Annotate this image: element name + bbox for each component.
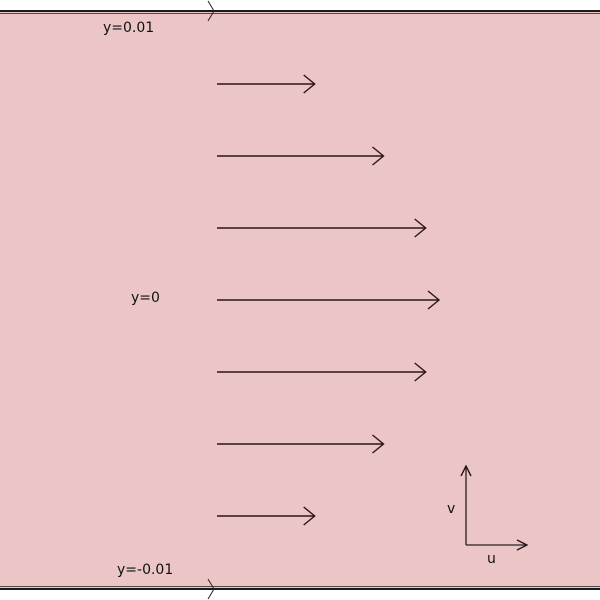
u-axis-label: u <box>487 551 496 567</box>
velocity-arrowhead-7 <box>303 506 316 526</box>
top-wall-label: y=0.01 <box>103 20 154 36</box>
v-axis-label: v <box>447 501 455 517</box>
center-label: y=0 <box>131 290 160 306</box>
velocity-arrowhead-4 <box>427 290 441 310</box>
velocity-arrowhead-2 <box>372 146 385 166</box>
bottom-wall-zero-velocity-tick <box>207 578 215 600</box>
velocity-profile <box>217 74 441 526</box>
axes-indicator: v u <box>447 466 527 567</box>
top-wall-zero-velocity-tick <box>207 0 215 22</box>
velocity-arrowhead-5 <box>414 362 427 382</box>
velocity-arrowhead-3 <box>414 218 427 238</box>
velocity-arrowhead-1 <box>303 74 316 94</box>
top-wall <box>0 10 600 14</box>
velocity-arrowhead-6 <box>372 434 385 454</box>
bottom-wall <box>0 586 600 590</box>
bottom-wall-label: y=-0.01 <box>117 562 173 578</box>
